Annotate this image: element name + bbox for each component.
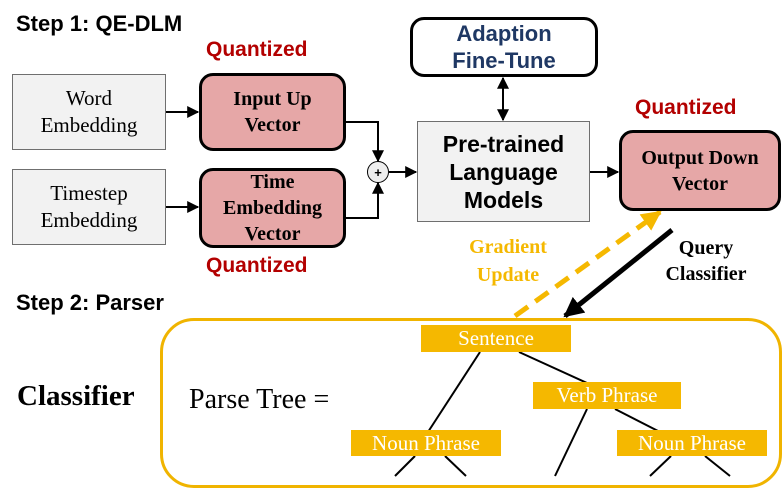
time-embedding-vector-line3: Vector xyxy=(244,223,301,245)
tree-node-sentence: Sentence xyxy=(421,325,571,352)
output-down-vector-line1: Output Down xyxy=(641,146,759,169)
time-embedding-vector-box: Time Embedding Vector xyxy=(199,168,346,248)
timestep-embedding-line1: Timestep xyxy=(50,181,128,205)
gradient-update-line1: Gradient xyxy=(469,236,547,258)
arrow-time-to-plus xyxy=(346,181,384,219)
pretrained-lm-line2: Language xyxy=(449,158,558,185)
edge-vp-left xyxy=(554,408,588,477)
step2-title: Step 2: Parser xyxy=(16,290,164,315)
adaption-finetune-box: Adaption Fine-Tune xyxy=(410,17,598,77)
word-embedding-line2: Embedding xyxy=(40,113,138,137)
pretrained-lm-line3: Models xyxy=(463,186,544,213)
quantized-label-input: Quantized xyxy=(206,38,308,61)
edge-sentence-vp xyxy=(518,351,588,384)
adaption-line1: Adaption xyxy=(456,21,552,46)
time-embedding-vector-line2: Embedding xyxy=(223,197,322,219)
classifier-label: Classifier xyxy=(17,380,135,412)
edge-np-right-a xyxy=(649,455,672,477)
edge-sentence-left xyxy=(427,351,481,433)
sum-operator-icon: + xyxy=(367,161,389,183)
word-embedding-box: Word Embedding xyxy=(12,74,166,150)
tree-node-noun-phrase-left: Noun Phrase xyxy=(351,430,501,456)
gradient-update-line2: Update xyxy=(476,264,540,286)
gradient-update-label: Gradient Update xyxy=(446,233,570,289)
edge-np-left-b xyxy=(444,455,467,477)
tree-node-verb-phrase: Verb Phrase xyxy=(533,382,681,409)
time-embedding-vector-line1: Time xyxy=(250,171,295,193)
arrow-input-to-plus xyxy=(346,121,384,163)
input-up-vector-line1: Input Up xyxy=(233,88,312,110)
output-down-vector-box: Output Down Vector xyxy=(619,130,781,211)
query-classifier-line1: Query xyxy=(678,237,734,259)
timestep-embedding-box: Timestep Embedding xyxy=(12,169,166,245)
query-classifier-label: Query Classifier xyxy=(650,235,762,287)
edge-np-right-b xyxy=(704,455,731,477)
pretrained-lm-box: Pre-trained Language Models xyxy=(417,121,590,222)
output-down-vector-line2: Vector xyxy=(672,172,728,195)
word-embedding-line1: Word xyxy=(65,86,113,110)
input-up-vector-box: Input Up Vector xyxy=(199,73,346,151)
step1-title: Step 1: QE-DLM xyxy=(16,11,183,36)
timestep-embedding-line2: Embedding xyxy=(40,208,138,232)
input-up-vector-line2: Vector xyxy=(244,114,301,136)
edge-vp-np xyxy=(614,408,661,433)
parse-tree-label: Parse Tree = xyxy=(189,384,330,415)
arrow-gradient-update xyxy=(513,209,662,319)
quantized-label-time: Quantized xyxy=(206,254,308,277)
quantized-label-output: Quantized xyxy=(635,96,737,119)
query-classifier-line2: Classifier xyxy=(665,263,747,285)
tree-node-noun-phrase-right: Noun Phrase xyxy=(617,430,767,456)
edge-np-left-a xyxy=(394,455,416,477)
adaption-line2: Fine-Tune xyxy=(452,48,556,73)
pretrained-lm-line1: Pre-trained xyxy=(442,130,565,157)
arrow-query-classifier xyxy=(563,228,674,318)
